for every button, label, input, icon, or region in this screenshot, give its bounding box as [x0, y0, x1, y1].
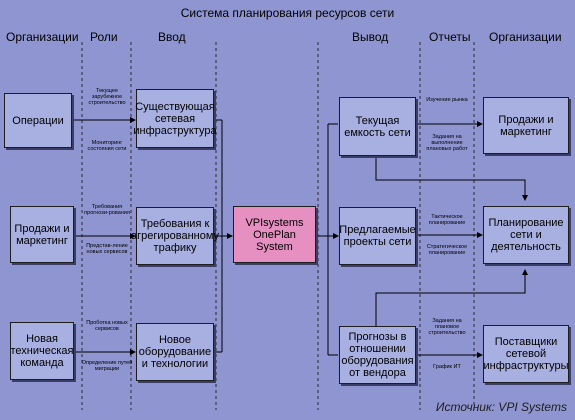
input-new-equipment: Новое оборудование и технологии [136, 323, 214, 381]
org-sales-marketing-right: Продажи и маркетинг [483, 97, 569, 154]
report-label: График ИТ [433, 364, 461, 370]
header-input: Ввод [158, 30, 186, 44]
report-label: Задания на плановое строительство [428, 318, 466, 336]
org-network-planning: Планирование сети и деятельность [483, 206, 569, 264]
report-label: Стратегическое планирование [426, 244, 468, 256]
header-output: Вывод [352, 30, 389, 44]
output-current-capacity: Текущая емкость сети [339, 97, 416, 156]
role-label: Определение путей миграции [81, 360, 133, 372]
header-reports: Отчеты [429, 30, 471, 44]
diagram-title: Система планирования ресурсов сети [180, 6, 395, 20]
role-label: Требования прогнози-рования [84, 204, 130, 216]
header-roles: Роли [90, 30, 118, 44]
role-label: Мониторинг состояния сети [87, 140, 127, 152]
role-label: Представ-ление новых сервисов [86, 243, 128, 255]
report-label: Изучение рынка [426, 97, 468, 103]
org-infrastructure-vendors: Поставщики сетевой инфраструктуры [483, 325, 569, 383]
input-existing-infrastructure: Существующая сетевая инфраструктура [133, 89, 217, 148]
output-proposed-projects: Предлагаемые проекты сети [339, 207, 416, 265]
center-system-box: VPIsystems OnePlan System [233, 206, 316, 263]
arrow [375, 154, 528, 201]
org-operations: Операции [4, 93, 72, 148]
report-label: Задания на выполнение плановых работ [426, 134, 468, 152]
input-traffic-requirements: Требования к агрегированному трафику [131, 207, 219, 265]
header-organizations-right: Организации [489, 30, 562, 44]
org-new-tech-team: Новая техническая команда [10, 322, 74, 380]
source-caption: Источник: VPI Systems [435, 400, 567, 414]
output-vendor-forecasts: Прогнозы в отношении оборудования от вен… [339, 326, 416, 384]
role-label: Текущее зарубежное строительство [88, 88, 126, 106]
arrow [375, 269, 528, 326]
header-organizations-left: Организации [6, 30, 79, 44]
org-sales-marketing: Продажи и маркетинг [10, 206, 74, 263]
role-label: Проботка новых сервисов [86, 320, 128, 332]
report-label: Тактическое планирование [428, 214, 466, 226]
